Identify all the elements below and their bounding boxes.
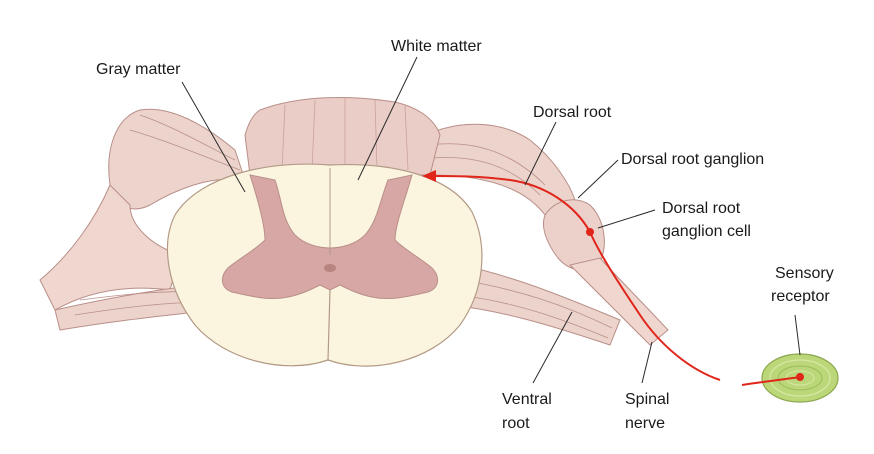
leader-sensory-receptor [794,314,801,356]
label-white-matter: White matter [391,38,482,55]
pathway-to-receptor [741,376,801,386]
label-sensory-receptor-line2: receptor [771,288,830,305]
label-dorsal-root-ganglion-cell-line2: ganglion cell [662,223,751,240]
label-ventral-root-line1: Ventral [502,391,552,408]
label-spinal-nerve-line2: nerve [625,415,665,432]
ganglion-cell-body [586,228,594,236]
central-canal [324,264,336,272]
left-nerve-trunk [39,184,181,311]
receptor-ending [796,373,804,381]
leader-dorsal-root-ganglion [577,159,619,199]
cord-posterior-columns [244,96,441,176]
leader-ventral-root [532,311,573,384]
leader-lines [181,56,801,384]
gray-matter [222,174,438,299]
leader-dorsal-root [524,121,557,186]
right-ventral-root [449,264,621,346]
ventral-median-fissure [327,289,331,361]
leader-gray-matter [181,81,246,193]
left-spinal-nerve [39,108,246,331]
label-sensory-receptor-line1: Sensory [775,265,834,282]
label-spinal-nerve-line1: Spinal [625,391,669,408]
leader-dorsal-root-ganglion-cell [597,209,656,229]
label-gray-matter: Gray matter [96,61,181,78]
label-dorsal-root-ganglion: Dorsal root ganglion [621,151,764,168]
label-dorsal-root: Dorsal root [533,104,612,121]
right-ventral-rootlets [449,264,621,346]
spinal-cord-top [244,96,441,176]
pathway-arrowhead [422,170,436,182]
label-ventral-root-line2: root [502,415,530,432]
leader-white-matter [357,56,418,181]
sensory-pathway [422,170,804,386]
label-dorsal-root-ganglion-cell-line1: Dorsal root [662,200,741,217]
leader-spinal-nerve [641,341,653,384]
right-dorsal-root [424,123,669,346]
